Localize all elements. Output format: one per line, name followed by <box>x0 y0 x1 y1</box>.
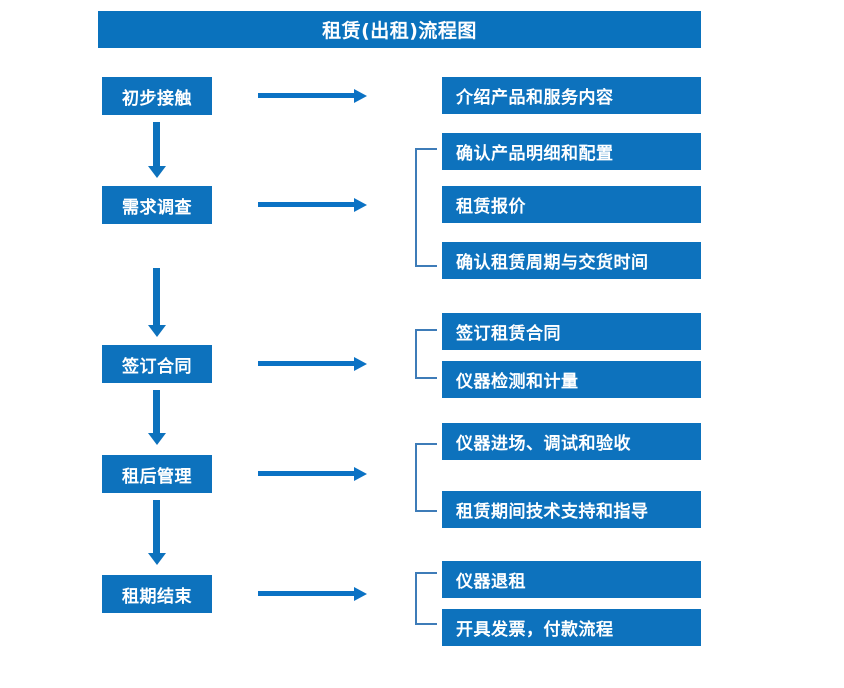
stage-box-sign-contract[interactable]: 签订合同 <box>102 345 212 383</box>
detail-box-instrument-return[interactable]: 仪器退租 <box>442 561 701 598</box>
down-arrow-contact-to-survey <box>153 122 160 167</box>
diagram-title: 租赁(出租)流程图 <box>98 11 701 48</box>
detail-box-technical-support[interactable]: 租赁期间技术支持和指导 <box>442 491 701 528</box>
stage-box-initial-contact[interactable]: 初步接触 <box>102 77 212 115</box>
right-arrow-post-rent-mgmt <box>258 471 354 476</box>
stage-box-post-rent-mgmt[interactable]: 租后管理 <box>102 455 212 493</box>
detail-box-confirm-spec-config[interactable]: 确认产品明细和配置 <box>442 133 701 170</box>
bracket-sign-contract-group <box>415 329 437 379</box>
detail-box-confirm-period[interactable]: 确认租赁周期与交货时间 <box>442 242 701 279</box>
bracket-post-rent-mgmt-group <box>415 443 437 512</box>
right-arrow-needs-survey <box>258 202 354 207</box>
detail-box-instrument-testing[interactable]: 仪器检测和计量 <box>442 361 701 398</box>
detail-box-sign-lease-contract[interactable]: 签订租赁合同 <box>442 313 701 350</box>
bracket-lease-end-group <box>415 572 437 625</box>
down-arrow-mgmt-to-end <box>153 500 160 554</box>
stage-box-needs-survey[interactable]: 需求调查 <box>102 186 212 224</box>
detail-box-introduce-products[interactable]: 介绍产品和服务内容 <box>442 77 701 114</box>
detail-box-invoice-payment[interactable]: 开具发票，付款流程 <box>442 609 701 646</box>
down-arrow-survey-to-contract <box>153 268 160 326</box>
detail-box-onsite-commissioning[interactable]: 仪器进场、调试和验收 <box>442 423 701 460</box>
detail-box-rental-quote[interactable]: 租赁报价 <box>442 186 701 223</box>
right-arrow-initial-contact <box>258 93 354 98</box>
right-arrow-sign-contract <box>258 361 354 366</box>
down-arrow-contract-to-mgmt <box>153 390 160 434</box>
right-arrow-lease-end <box>258 591 354 596</box>
bracket-needs-survey-group <box>415 148 437 267</box>
stage-box-lease-end[interactable]: 租期结束 <box>102 575 212 613</box>
